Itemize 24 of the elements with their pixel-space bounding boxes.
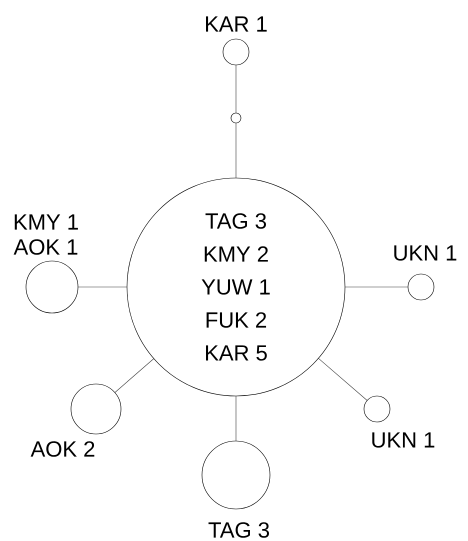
connector-line — [78, 286, 128, 288]
connector-line — [318, 358, 368, 401]
haplotype-circle — [408, 274, 434, 300]
count-label: UKN 1 — [394, 245, 456, 261]
connector-line — [114, 358, 154, 393]
haplotype-circle — [364, 396, 390, 422]
count-label: AOK 2 — [30, 441, 94, 457]
count-label: TAG 3 — [208, 522, 269, 538]
count-label: KMY 1 — [14, 214, 78, 230]
count-label: KAR 1 — [206, 16, 267, 32]
count-label: AOK 1 — [14, 239, 78, 255]
haplotype-circle — [222, 38, 250, 66]
count-label: KMY 2 — [204, 246, 268, 262]
count-label: UKN 1 — [372, 432, 434, 448]
count-label: FUK 2 — [206, 312, 266, 328]
count-label: YUW 1 — [202, 279, 270, 295]
connector-line — [344, 286, 408, 288]
haplotype-circle — [202, 440, 270, 510]
haplotype-circle — [26, 260, 78, 314]
haplotype-circle — [230, 112, 242, 124]
haplotype-circle — [70, 384, 122, 434]
haplotype-circle — [126, 178, 346, 396]
count-label: TAG 3 — [206, 213, 266, 229]
count-label: KAR 5 — [206, 345, 267, 361]
